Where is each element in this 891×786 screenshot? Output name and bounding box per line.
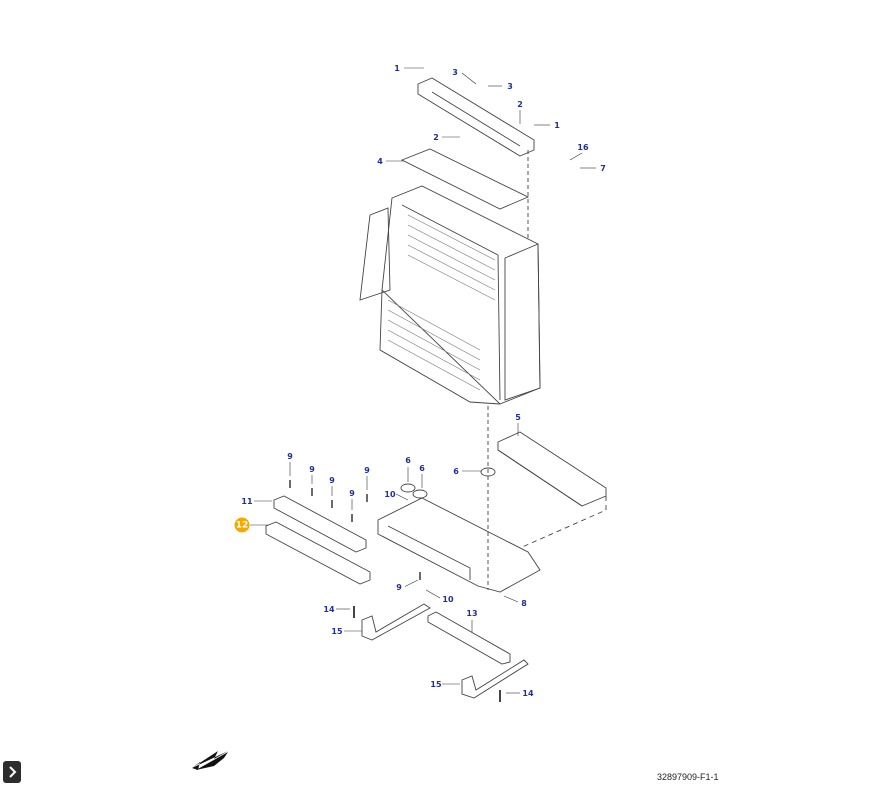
callout-c16[interactable]: 16 [577, 141, 589, 153]
callout-c15a[interactable]: 15 [331, 625, 343, 637]
callout-c10a[interactable]: 10 [384, 488, 396, 500]
callout-c14a[interactable]: 14 [323, 603, 335, 615]
callout-c15b[interactable]: 15 [430, 678, 442, 690]
callout-c11[interactable]: 11 [241, 495, 253, 507]
callout-c9f[interactable]: 9 [393, 581, 405, 593]
callout-c9b[interactable]: 9 [306, 463, 318, 475]
callout-c13[interactable]: 13 [466, 607, 478, 619]
callout-c9a[interactable]: 9 [284, 450, 296, 462]
callout-c6c[interactable]: 6 [416, 462, 428, 474]
document-id: 32897909-F1-1 [657, 772, 719, 782]
callout-c3a[interactable]: 3 [449, 66, 461, 78]
callout-c10b[interactable]: 10 [442, 593, 454, 605]
callout-c6b[interactable]: 6 [402, 454, 414, 466]
callout-c2a[interactable]: 2 [514, 98, 526, 110]
callout-c1a[interactable]: 1 [391, 62, 403, 74]
sidebar-toggle-button[interactable] [3, 761, 21, 783]
callout-c9c[interactable]: 9 [326, 474, 338, 486]
callout-c1b[interactable]: 1 [551, 119, 563, 131]
arrow-down-left-icon [192, 751, 228, 770]
callout-c5[interactable]: 5 [512, 411, 524, 423]
callout-c12[interactable]: 12 [234, 517, 250, 533]
chevron-right-icon [9, 766, 17, 778]
callout-c4[interactable]: 4 [374, 155, 386, 167]
callout-c2b[interactable]: 2 [430, 131, 442, 143]
callout-c8[interactable]: 8 [518, 597, 530, 609]
callout-c14b[interactable]: 14 [522, 687, 534, 699]
callout-c7[interactable]: 7 [597, 162, 609, 174]
callout-c9d[interactable]: 9 [361, 464, 373, 476]
callout-c6a[interactable]: 6 [450, 465, 462, 477]
callout-c9e[interactable]: 9 [346, 487, 358, 499]
callout-c3b[interactable]: 3 [504, 80, 516, 92]
